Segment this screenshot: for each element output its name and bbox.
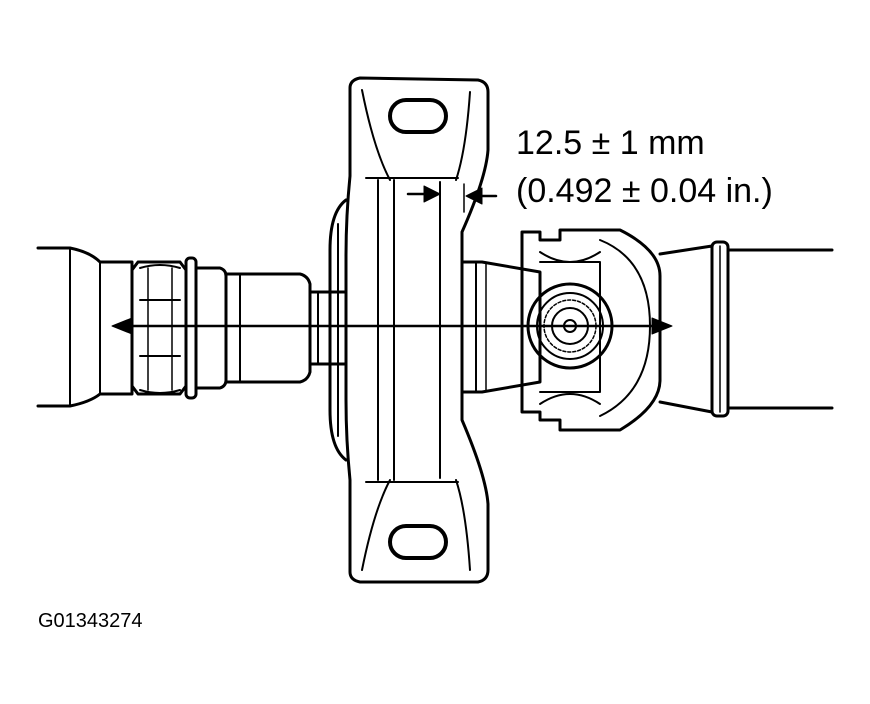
lower-mounting-slot xyxy=(390,526,446,558)
intermediate-shaft xyxy=(310,292,346,364)
universal-joint xyxy=(522,230,660,430)
lock-nut xyxy=(132,262,186,394)
right-shaft-tube xyxy=(660,242,832,416)
figure-id: G01343274 xyxy=(38,610,143,632)
centerline-arrow xyxy=(112,318,672,334)
flange-collar xyxy=(196,268,310,388)
dimension-metric-label: 12.5 ± 1 mm xyxy=(516,124,705,162)
dimension-arrows xyxy=(408,182,496,212)
right-arrowhead xyxy=(652,318,672,334)
dimension-arrow-left xyxy=(424,186,440,202)
upper-mounting-slot xyxy=(390,100,446,132)
dimension-imperial-label: (0.492 ± 0.04 in.) xyxy=(516,172,773,210)
dimension-arrow-right xyxy=(466,188,482,204)
left-arrowhead xyxy=(112,318,132,334)
center-support-bearing xyxy=(330,78,488,582)
